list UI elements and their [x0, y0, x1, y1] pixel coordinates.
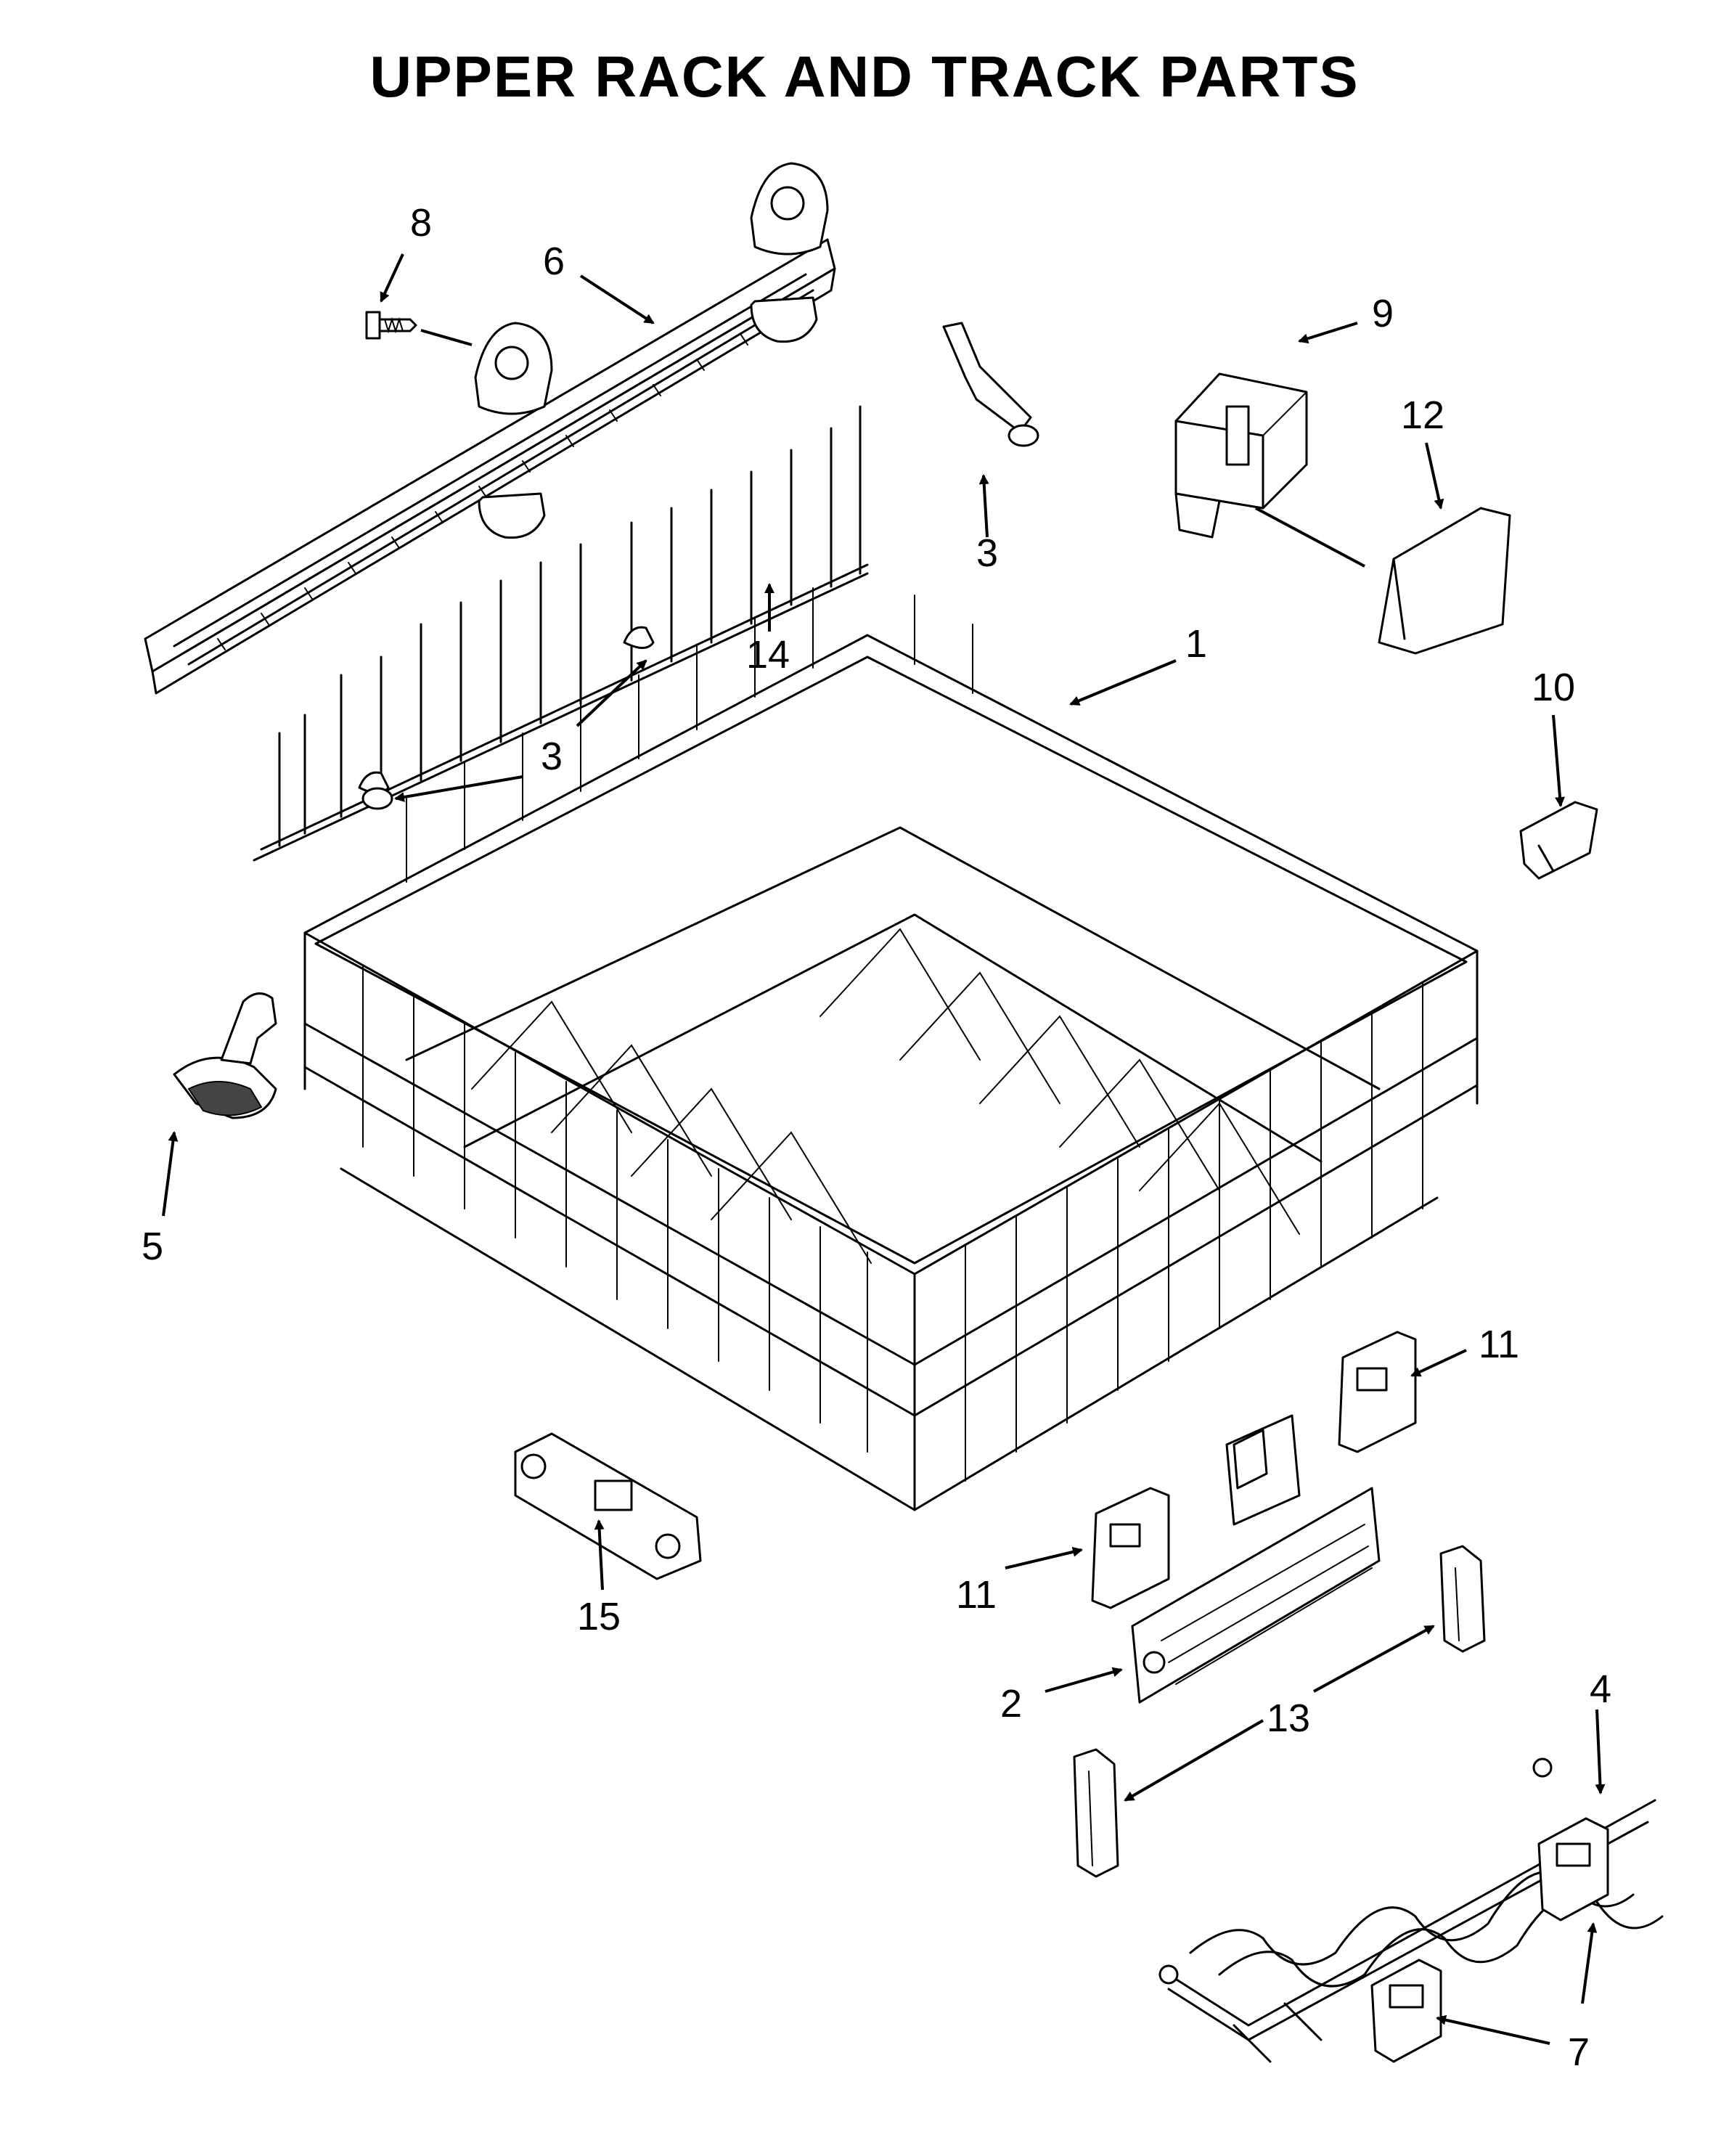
callout-13: 13: [1267, 1696, 1310, 1740]
callout-14: 14: [746, 633, 790, 677]
callout-6: 6: [543, 240, 565, 283]
part-10-small-clip: [1519, 801, 1598, 880]
part-1-upper-rack: [303, 587, 1479, 1511]
part-7-clip-right: [1537, 1817, 1609, 1922]
part-3-clip-upper: [942, 322, 1039, 447]
callout-11-upper: 11: [1479, 1323, 1519, 1366]
callout-10: 10: [1532, 666, 1575, 709]
callout-2: 2: [1000, 1682, 1022, 1726]
part-6-track-rail: [144, 162, 836, 695]
part-11-clip-lower: [1091, 1487, 1170, 1609]
callout-8: 8: [410, 201, 432, 245]
part-4-wire-tine: [1158, 1757, 1664, 2063]
part-14-tine-row: [253, 405, 869, 862]
part-5-rack-adjuster: [173, 992, 277, 1119]
part-3-clip-lower: [361, 787, 393, 810]
callout-12: 12: [1401, 393, 1444, 437]
leader-lines: [162, 253, 1606, 2045]
callout-3-upper: 3: [976, 531, 998, 575]
part-2-adjuster-housing: [1131, 1414, 1381, 1704]
callout-labels: 8 6 9 12 3 14 1 3 10 5 11 11 15 2 13 4 7: [142, 201, 1611, 2074]
part-15-rack-stop: [514, 1432, 702, 1580]
page-title: UPPER RACK AND TRACK PARTS: [369, 44, 1360, 109]
callout-1: 1: [1185, 622, 1207, 666]
part-7-clip-left: [1370, 1959, 1442, 2063]
callout-4: 4: [1590, 1667, 1611, 1711]
part-8-screw: [365, 311, 417, 340]
callout-3-lower: 3: [541, 735, 563, 778]
callout-5: 5: [142, 1225, 163, 1268]
callout-15: 15: [577, 1595, 621, 1638]
part-11-clip-upper: [1338, 1331, 1417, 1453]
part-13-guide-left: [1073, 1748, 1119, 1878]
part-13-guide-right: [1439, 1545, 1486, 1653]
callout-9: 9: [1372, 292, 1394, 335]
callout-11-lower: 11: [956, 1573, 997, 1617]
callout-7: 7: [1568, 2030, 1590, 2074]
part-12-latch-plate: [1255, 507, 1511, 655]
part-9-bracket: [1174, 372, 1308, 539]
